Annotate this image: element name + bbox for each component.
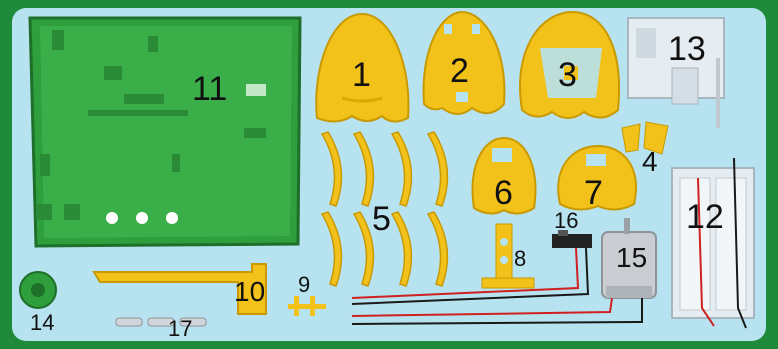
label-part-14: 14 bbox=[30, 312, 54, 334]
label-part-9: 9 bbox=[298, 274, 310, 296]
label-part-13: 13 bbox=[668, 32, 706, 66]
label-part-7: 7 bbox=[584, 176, 603, 210]
label-part-2: 2 bbox=[450, 54, 469, 88]
label-part-12: 12 bbox=[686, 200, 724, 234]
part-14-knob bbox=[20, 272, 56, 308]
label-part-1: 1 bbox=[352, 58, 371, 92]
label-part-3: 3 bbox=[558, 58, 577, 92]
label-part-15: 15 bbox=[616, 244, 647, 272]
label-part-5: 5 bbox=[372, 202, 391, 236]
part-11-base-plate bbox=[30, 18, 300, 246]
label-part-11: 11 bbox=[192, 72, 227, 106]
label-part-8: 8 bbox=[514, 248, 526, 270]
label-part-16: 16 bbox=[554, 210, 578, 232]
label-part-10: 10 bbox=[234, 278, 265, 306]
label-part-6: 6 bbox=[494, 176, 513, 210]
parts-panel: 1 2 3 4 5 6 7 8 9 10 11 12 13 14 15 16 1… bbox=[12, 8, 766, 341]
part-12-battery-holder bbox=[672, 168, 754, 318]
label-part-17: 17 bbox=[168, 318, 192, 340]
part-9-axle bbox=[288, 296, 326, 316]
label-part-4: 4 bbox=[642, 148, 658, 176]
part-17-screws bbox=[116, 318, 206, 326]
